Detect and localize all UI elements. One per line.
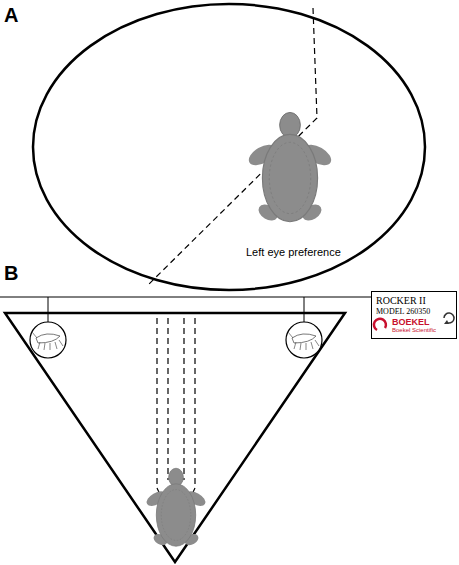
arena-circle bbox=[33, 4, 425, 290]
device-label: MODEL 260350 bbox=[376, 307, 452, 317]
triangle-arena bbox=[5, 313, 345, 562]
rocker-label-box: ROCKER IIMODEL 260350BOEKELBoekel Scient… bbox=[371, 291, 457, 339]
panel-letter: A bbox=[4, 4, 18, 27]
brand-logo-text: Boekel Scientific bbox=[392, 327, 452, 334]
brand-logo-text: BOEKEL bbox=[392, 317, 452, 328]
turtle bbox=[245, 112, 334, 223]
panel-letter: B bbox=[4, 262, 18, 285]
shrimp-cup bbox=[286, 322, 322, 358]
hanger bbox=[48, 297, 49, 322]
caption-note: Left eye preference bbox=[246, 246, 341, 258]
device-label: ROCKER II bbox=[376, 295, 452, 307]
rocker-bar bbox=[0, 297, 372, 298]
turtle bbox=[144, 468, 208, 547]
hanger bbox=[304, 297, 305, 322]
shrimp-cup bbox=[30, 322, 66, 358]
